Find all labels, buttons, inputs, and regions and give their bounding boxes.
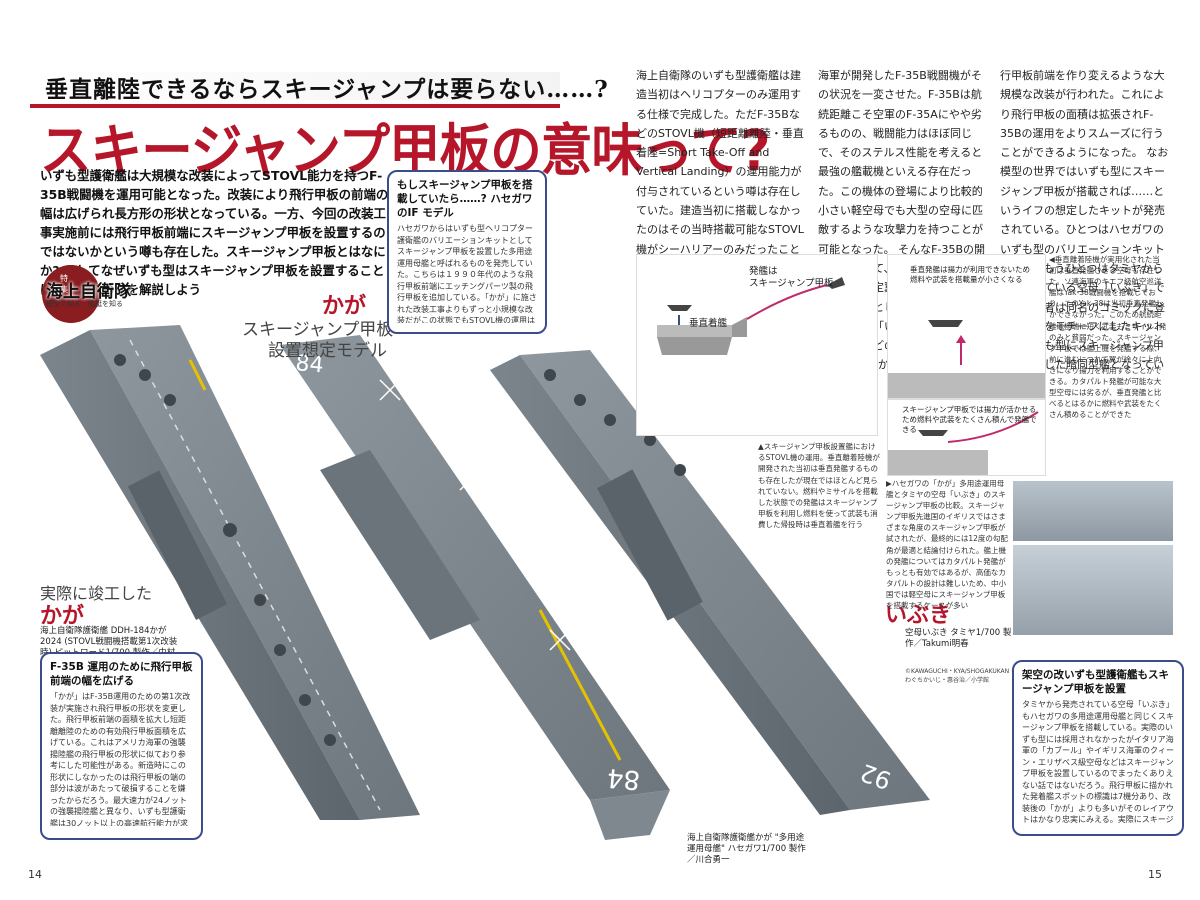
badge-circle bbox=[42, 265, 100, 323]
subheadline: 垂直離陸できるならスキージャンプは要らない……? bbox=[45, 76, 609, 103]
callout-body: タミヤから発売されている空母「いぶき」もハセガワの多用途運用母艦と同じくスキージ… bbox=[1022, 700, 1174, 824]
diagram-b-art bbox=[888, 320, 1045, 398]
kaga-real-line1: 実際に竣工した bbox=[40, 584, 153, 603]
callout-body: ハセガワからはいずも型ヘリコプター護衛艦のバリエーションキットとしてスキージャン… bbox=[397, 224, 537, 323]
svg-text:84: 84 bbox=[606, 762, 642, 795]
kaga-model-name: かが bbox=[322, 294, 367, 319]
ship-ibuki: 92 bbox=[490, 350, 930, 815]
callout-body: 「かが」はF-35B運用のための第1次改装が実施され飛行甲板の形状を変更した。飛… bbox=[50, 692, 191, 826]
subhead-band bbox=[30, 72, 560, 100]
diagram-stovl-operation: 垂直着艦 発艦は スキージャンプ甲板 bbox=[636, 254, 878, 436]
body-column-3: 行甲板前端を作り変えるような大規模な改装が行われた。これにより飛行甲板の面積は拡… bbox=[1000, 69, 1169, 391]
caption-skijump-photos: ▶ハセガワの「かが」多用途運用母艦とタミヤの空母「いぶき」のスキージャンプ甲板の… bbox=[886, 479, 1008, 611]
label-launch-1: 発艦は bbox=[749, 266, 778, 277]
callout-heading: F-35B 運用のために飛行甲板前端の幅を広げる bbox=[50, 661, 193, 687]
callout-f35b-deck: F-35B 運用のために飛行甲板前端の幅を広げる 「かが」はF-35B運用のため… bbox=[40, 652, 203, 840]
diagram-vertical-takeoff: 垂直発艦は揚力が利用できないため燃料や武装を搭載量が小さくなる bbox=[887, 254, 1046, 399]
kaga-skijump-info: 海上自衛隊護衛艦かが "多用途運用母艦" ハセガワ1/700 製作／川合勇一 bbox=[687, 833, 806, 865]
ibuki-info: 空母いぶき タミヤ1/700 製作／Takumi明春 bbox=[905, 628, 1012, 649]
callout-heading: 架空の改いずも型護衛艦もスキージャンプ甲板を設置 bbox=[1022, 669, 1169, 695]
kaga-model-sub2: 設置想定モデル bbox=[268, 341, 387, 361]
caption-diagram-a: ▲スキージャンプ甲板設置艦におけるSTOVL機の運用。垂直離着陸機が開発された当… bbox=[758, 442, 880, 530]
title-rule bbox=[30, 104, 560, 108]
callout-ibuki: 架空の改いずも型護衛艦もスキージャンプ甲板を設置 タミヤから発売されている空母「… bbox=[1012, 660, 1184, 836]
ibuki-credit: ©KAWAGUCHI・KYA/SHOGAKUKAN ©かわぐちかいじ・惠谷治／小… bbox=[905, 668, 1024, 684]
ship-kaga-skijump: 84 84 bbox=[280, 335, 670, 840]
badge-name: 海上自衛隊 bbox=[46, 282, 131, 302]
diagram-a-art bbox=[657, 277, 845, 355]
page-number-left: 14 bbox=[28, 868, 42, 881]
diagram-c-text: スキージャンプ甲板では揚力が活かせるため燃料や武装をたくさん積んで発艦できる bbox=[902, 405, 1037, 434]
ship-kaga-real bbox=[40, 325, 420, 820]
photo-kaga-skijump-bow bbox=[1013, 481, 1173, 541]
label-vertical-landing: 垂直着艦 bbox=[689, 318, 728, 329]
kaga-model-sub1: スキージャンプ甲板 bbox=[242, 320, 394, 340]
callout-heading: もしスキージャンプ甲板を搭載していたら……? ハセガワのIF モデル bbox=[397, 179, 533, 219]
diagram-c-art bbox=[888, 411, 1039, 475]
ibuki-name: いぶき bbox=[885, 603, 952, 628]
diagram-skijump-takeoff: スキージャンプ甲板では揚力が活かせるため燃料や武装をたくさん積んで発艦できる bbox=[887, 399, 1046, 476]
svg-text:84: 84 bbox=[294, 351, 324, 378]
ship-models-photo: 84 84 92 bbox=[40, 325, 930, 840]
page-number-right: 15 bbox=[1148, 868, 1162, 881]
kaga-real-name: かが bbox=[40, 604, 85, 629]
callout-hasegawa-if: もしスキージャンプ甲板を搭載していたら……? ハセガワのIF モデル ハセガワか… bbox=[387, 170, 547, 334]
caption-diagram-b: ◀垂直離着陸機が実用化された当初は垂直発艦させる空母も存在した。ソ連海軍のキエフ… bbox=[1049, 255, 1167, 420]
badge-tokushu: 特集 bbox=[60, 274, 68, 294]
photo-ibuki-skijump-bow bbox=[1013, 545, 1173, 635]
badge-sub: 模型で知る、艦艇を知る bbox=[46, 300, 123, 308]
diagram-b-text: 垂直発艦は揚力が利用できないため燃料や武装を搭載量が小さくなる bbox=[910, 265, 1030, 284]
label-launch-2: スキージャンプ甲板 bbox=[749, 278, 834, 289]
